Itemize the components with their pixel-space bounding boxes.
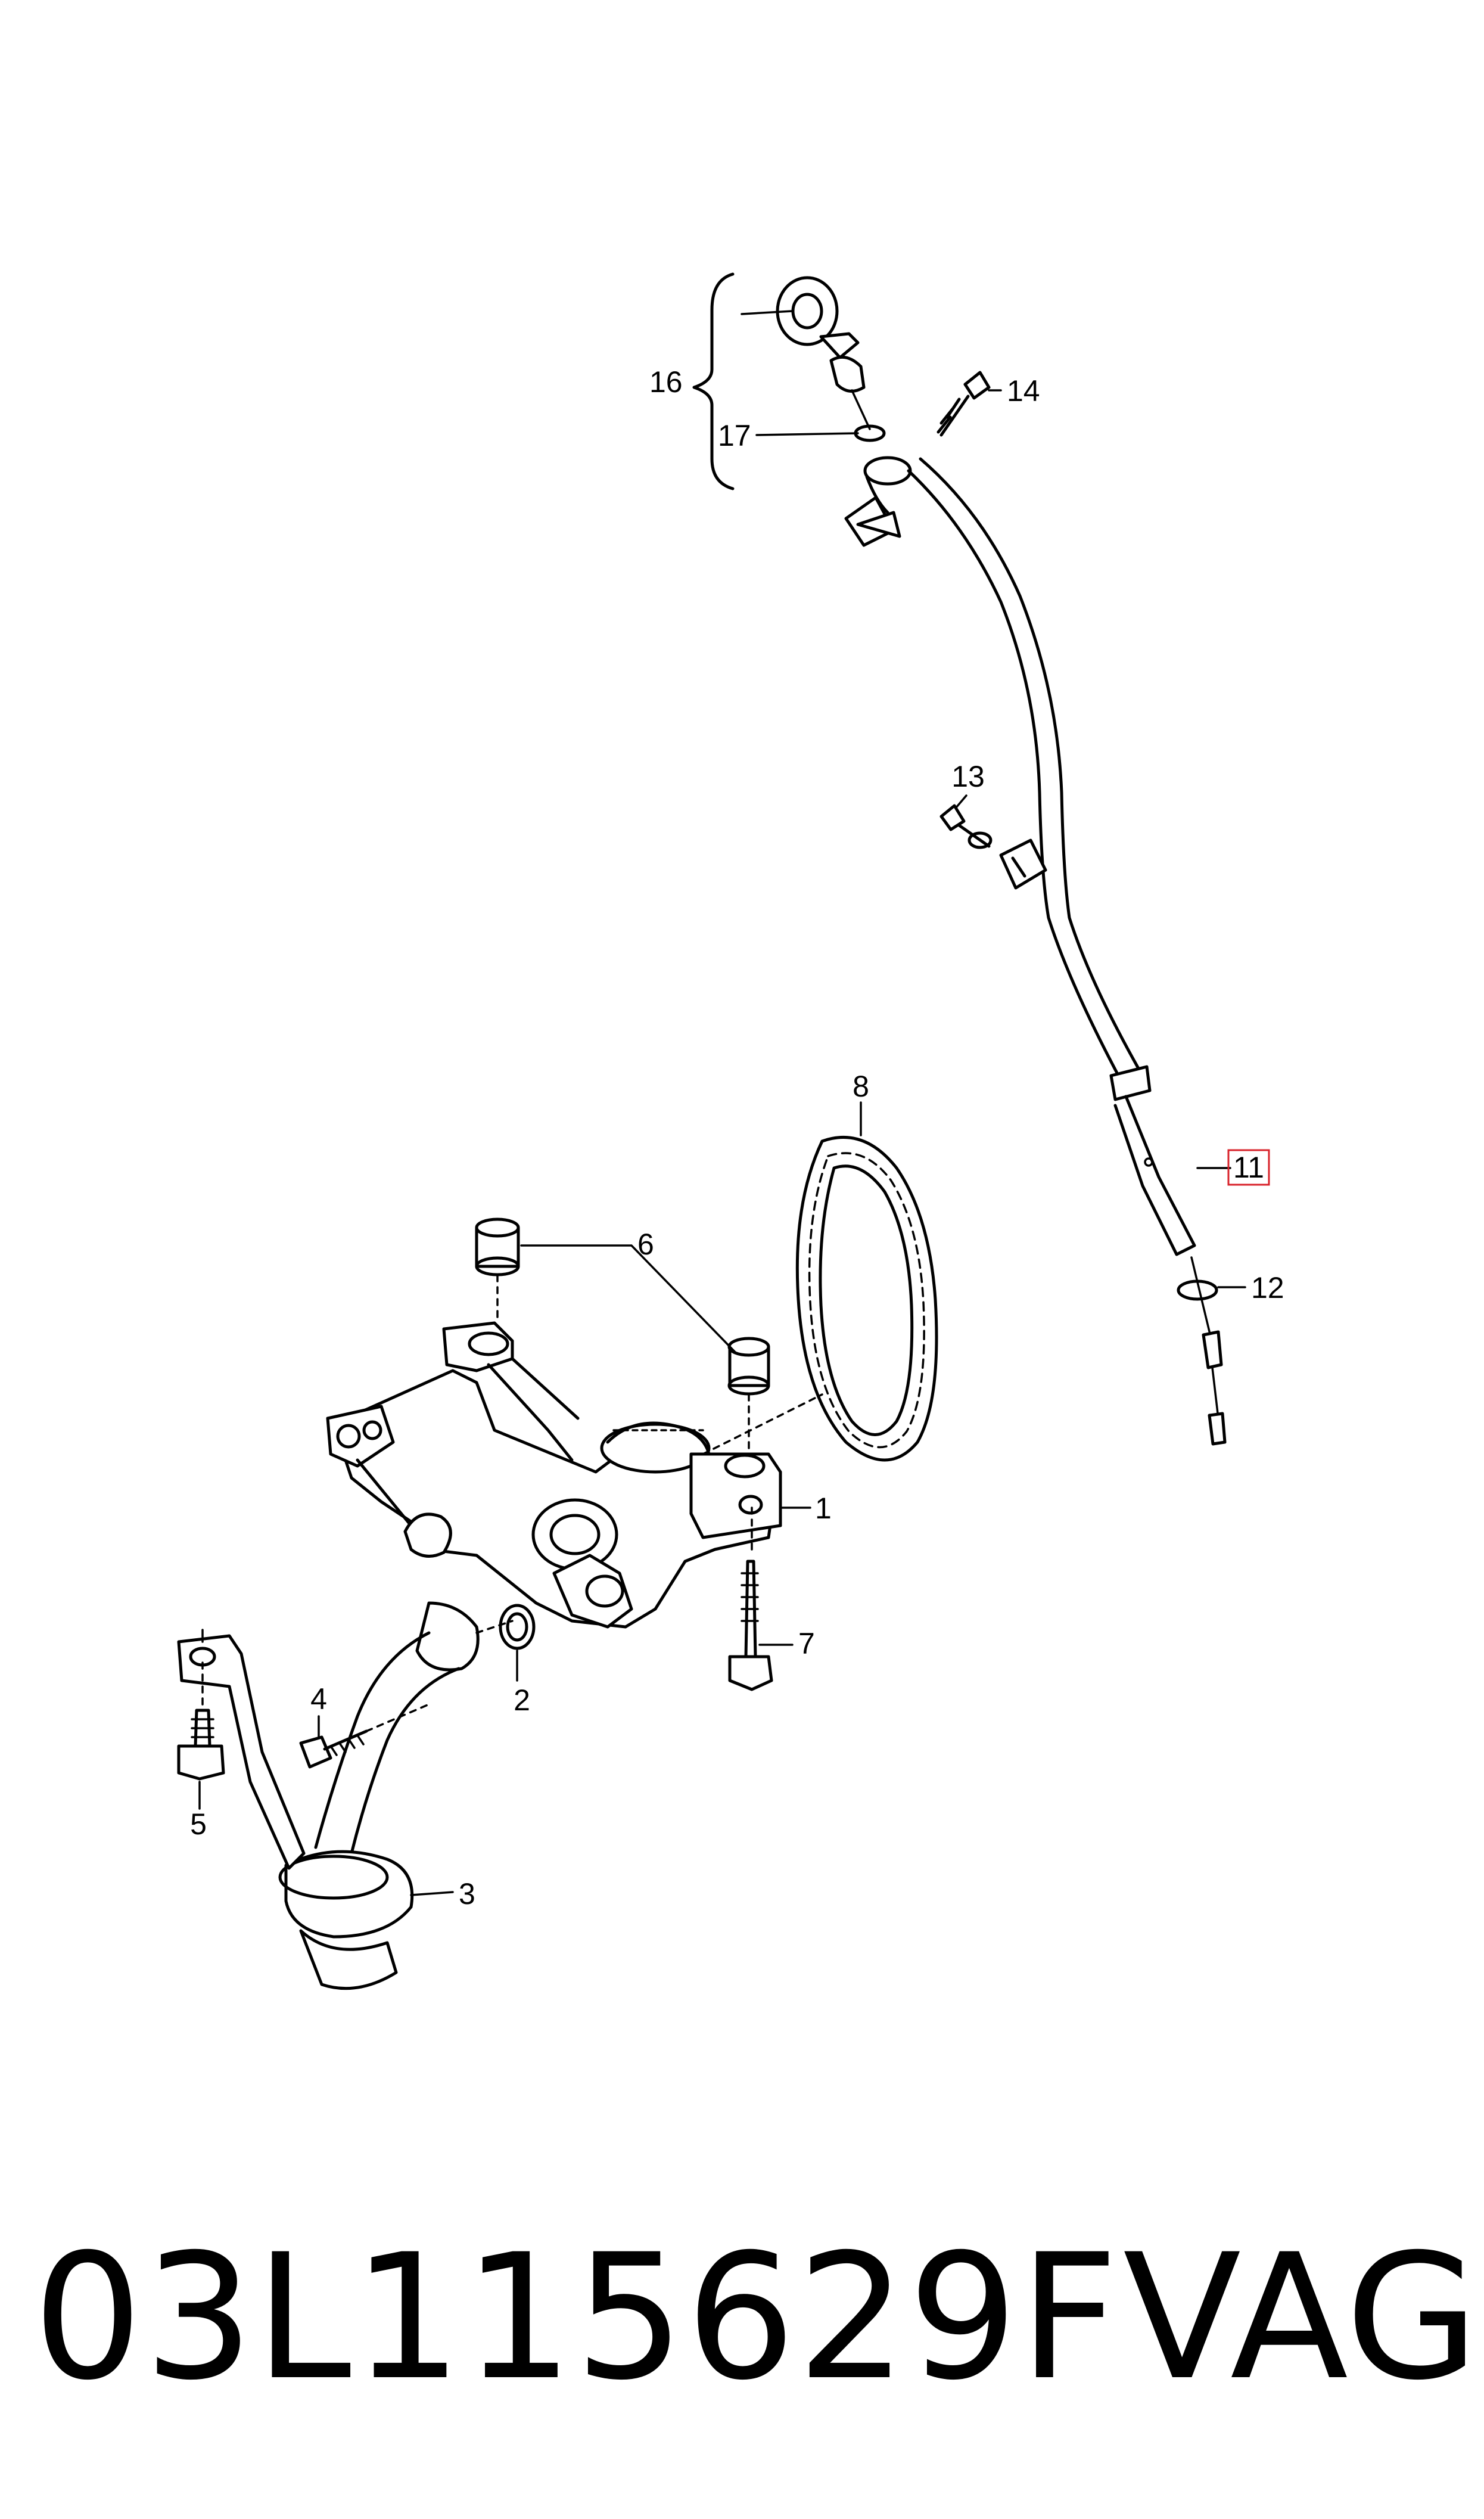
callout-14: 14 xyxy=(1007,374,1040,408)
dipstick-guide-tube xyxy=(844,456,1196,1256)
bolt-4 xyxy=(299,1703,430,1769)
leader-lines xyxy=(198,310,1246,1896)
oil-suction-pipe xyxy=(278,1601,514,1990)
toothed-belt xyxy=(795,1136,938,1462)
callout-4: 4 xyxy=(310,1682,327,1716)
sleeve-6-lower xyxy=(727,1337,770,1455)
callout-16: 16 xyxy=(649,365,683,399)
callout-5: 5 xyxy=(190,1807,207,1841)
sleeve-6-upper xyxy=(475,1217,520,1324)
oil-pump xyxy=(326,1321,823,1629)
callout-11: 11 xyxy=(1233,1151,1264,1184)
pipe-bracket xyxy=(177,1629,306,1870)
callout-3: 3 xyxy=(459,1877,475,1911)
highlight-box-11 xyxy=(1227,1149,1270,1186)
bolt-7 xyxy=(728,1507,773,1691)
callout-2: 2 xyxy=(514,1684,530,1717)
bolt-14 xyxy=(937,371,991,437)
callout-1: 1 xyxy=(815,1492,832,1525)
callout-7: 7 xyxy=(798,1627,815,1660)
callout-12: 12 xyxy=(1251,1271,1284,1304)
bolt-13 xyxy=(939,804,993,849)
dipstick-lower-rod xyxy=(1190,1256,1227,1446)
brand-name: VAG xyxy=(1123,2217,1479,2418)
dipstick-handle xyxy=(776,276,871,430)
callout-8: 8 xyxy=(853,1070,869,1103)
callout-13: 13 xyxy=(951,760,985,793)
bolt-5 xyxy=(177,1709,225,1781)
gasket-2 xyxy=(499,1604,536,1650)
callout-6: 6 xyxy=(637,1228,654,1261)
callout-17: 17 xyxy=(718,419,751,452)
bracket-16 xyxy=(692,272,735,490)
part-number: 03L115629F xyxy=(33,2217,1120,2418)
